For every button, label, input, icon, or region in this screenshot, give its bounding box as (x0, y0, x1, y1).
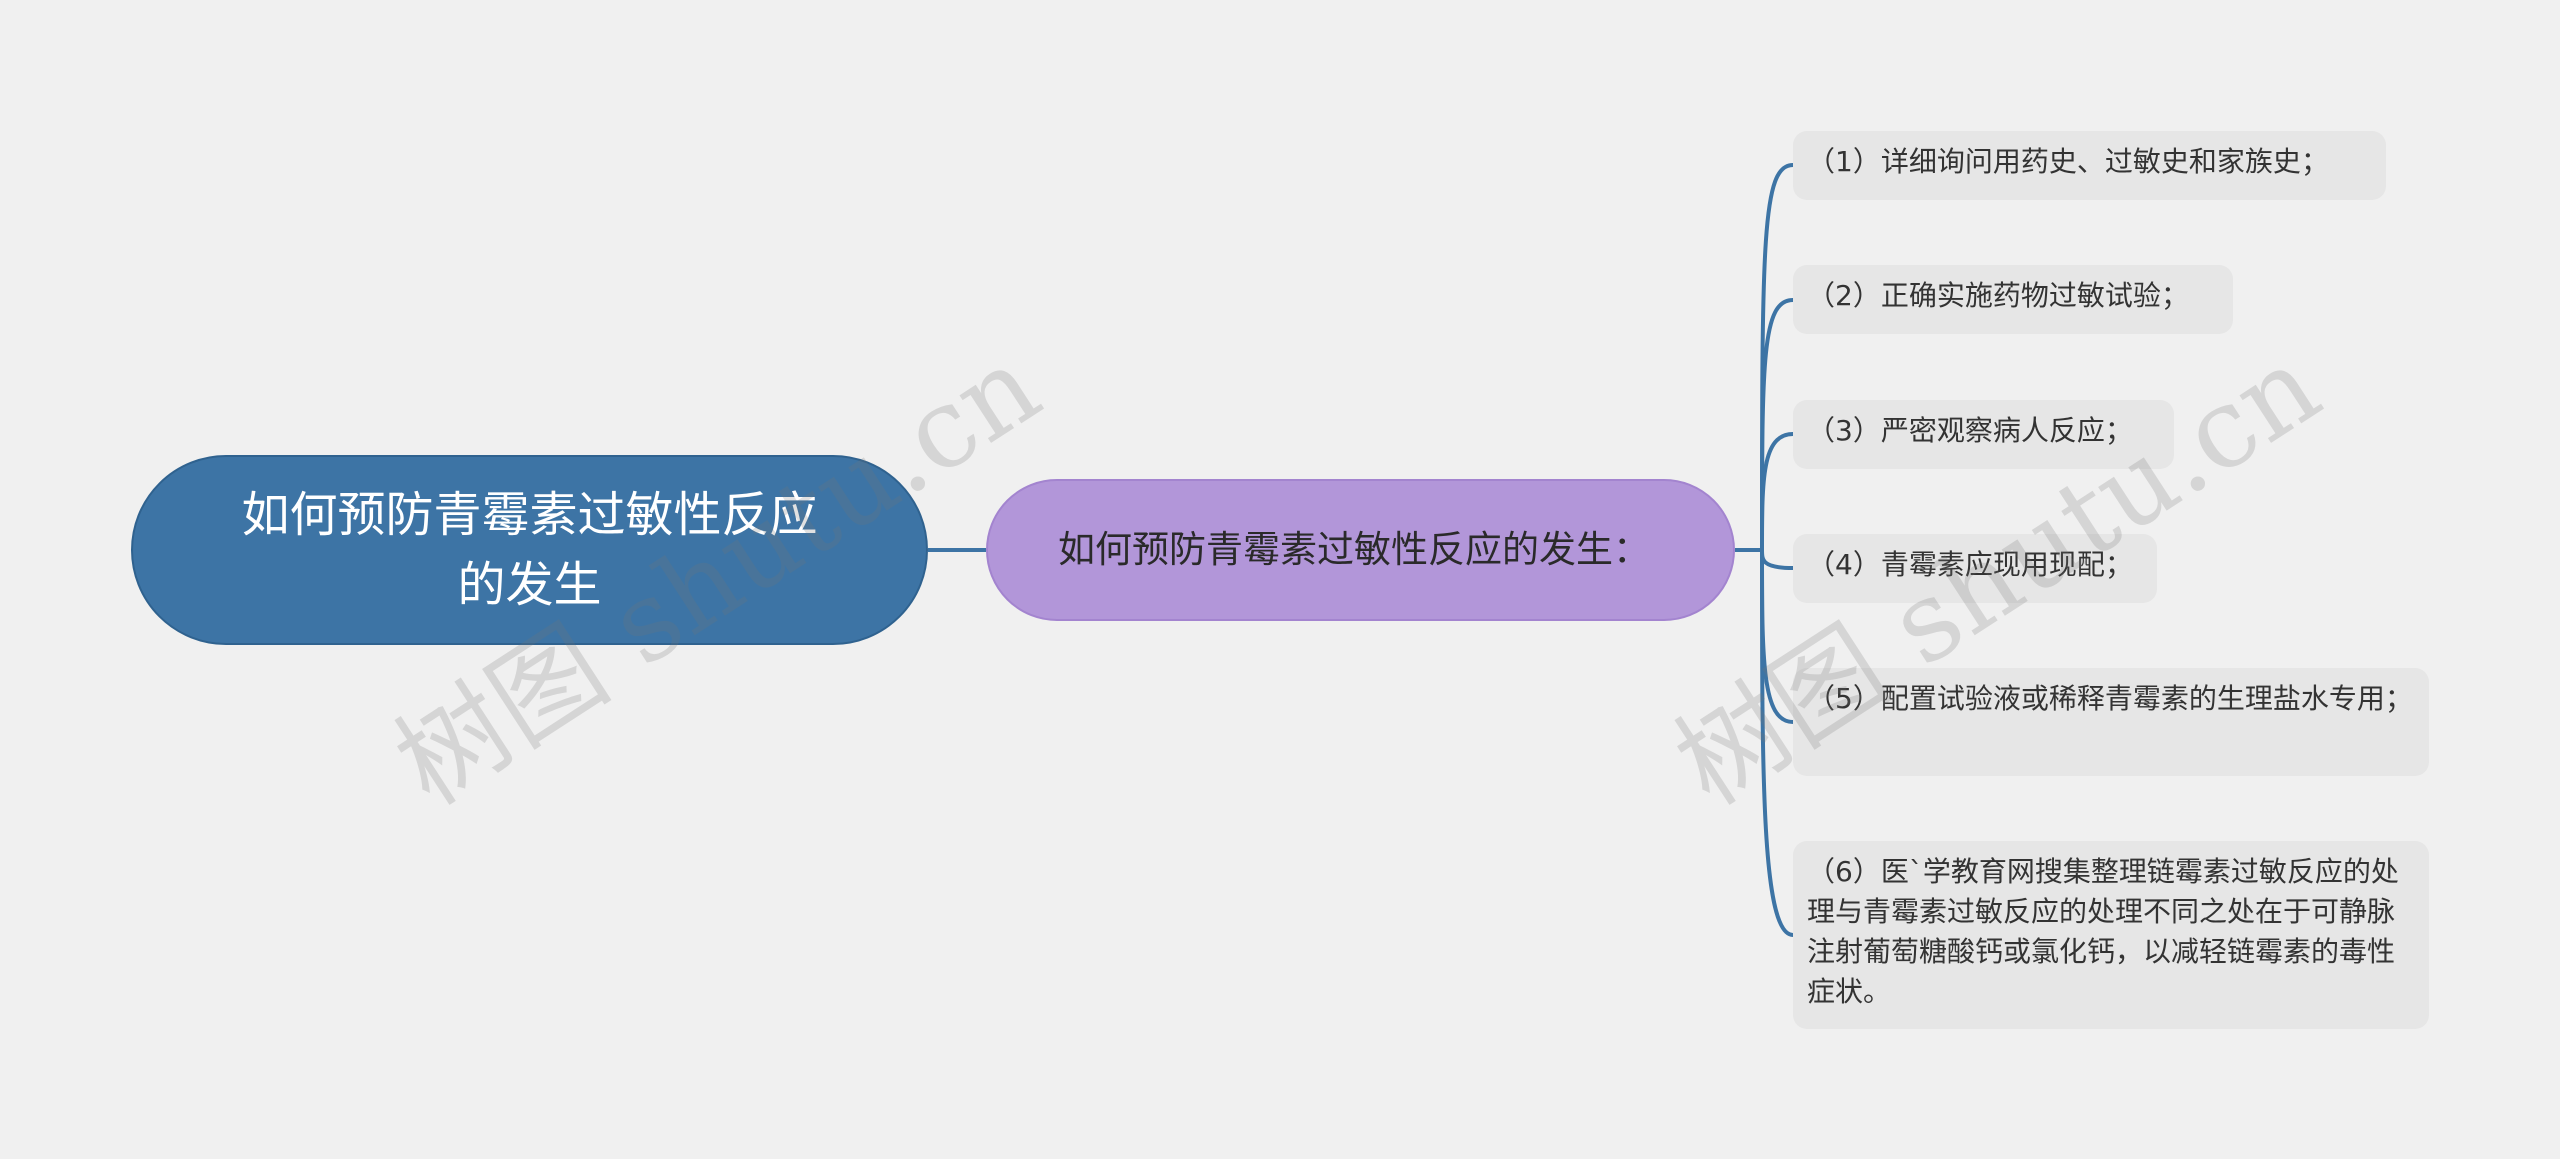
leaf-topic-2[interactable]: （2）正确实施药物过敏试验； (1793, 265, 2233, 334)
leaf-topic-label: （3）严密观察病人反应； (1807, 414, 2133, 447)
leaf-topic-label: （4）青霉素应现用现配； (1807, 548, 2133, 581)
branch-topic-node[interactable]: 如何预防青霉素过敏性反应的发生： (986, 479, 1735, 621)
leaf-connector-6 (1760, 549, 1794, 937)
leaf-topic-5[interactable]: （5）配置试验液或稀释青霉素的生理盐水专用； (1793, 668, 2429, 776)
root-topic-label: 如何预防青霉素过敏性反应的发生 (241, 487, 818, 613)
leaf-topic-label: （6）医`学教育网搜集整理链霉素过敏反应的处理与青霉素过敏反应的处理不同之处在于… (1807, 855, 2399, 1008)
leaf-connector-2 (1760, 298, 1794, 551)
leaf-topic-1[interactable]: （1）详细询问用药史、过敏史和家族史； (1793, 131, 2386, 200)
leaf-topic-label: （1）详细询问用药史、过敏史和家族史； (1807, 145, 2329, 178)
leaf-topic-3[interactable]: （3）严密观察病人反应； (1793, 400, 2174, 469)
leaf-topic-label: （5）配置试验液或稀释青霉素的生理盐水专用； (1807, 682, 2413, 715)
branch-topic-label: 如何预防青霉素过敏性反应的发生： (1058, 528, 1650, 571)
root-topic-node[interactable]: 如何预防青霉素过敏性反应的发生 (131, 455, 928, 645)
leaf-connector-5 (1760, 549, 1794, 724)
leaf-topic-6[interactable]: （6）医`学教育网搜集整理链霉素过敏反应的处理与青霉素过敏反应的处理不同之处在于… (1793, 841, 2429, 1029)
leaf-connector-3 (1760, 432, 1794, 551)
leaf-topic-4[interactable]: （4）青霉素应现用现配； (1793, 534, 2157, 603)
leaf-topic-label: （2）正确实施药物过敏试验； (1807, 279, 2189, 312)
leaf-connector-4 (1760, 549, 1794, 570)
